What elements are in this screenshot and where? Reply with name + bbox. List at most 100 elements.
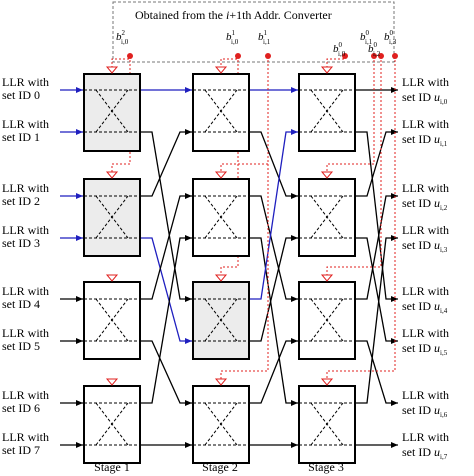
switch-s2-3 [192,378,250,464]
output-wire-6 [355,235,398,404]
switch-s1-0 [83,66,141,152]
output-label-2-line2: set ID ui,2 [402,196,448,212]
input-label-1-line1: LLR with [2,117,49,131]
control-source-dot-4 [371,53,377,59]
s2-s3-wire-4 [249,129,298,300]
control-line-1 [220,56,239,275]
switch-cross-b [310,195,344,239]
control-input-marker [214,378,228,386]
input-label-0-line2: set ID 0 [2,88,40,102]
switch-s1-1 [83,171,141,257]
control-input-marker [105,171,119,179]
control-line-2 [220,56,269,379]
output-label-4-line1: LLR with [402,284,449,298]
input-label-6-line1: LLR with [2,388,49,402]
control-input-marker [214,274,228,282]
s2-s3-wire-2 [249,195,298,302]
switch-box [83,73,141,152]
switch-cross-b [204,402,238,446]
switch-box [83,281,141,360]
s2-s3-wire-1 [249,131,298,199]
input-label-7-line1: LLR with [2,430,49,444]
control-source-dot-5 [378,53,384,59]
control-input-marker [214,171,228,179]
input-label-4-line2: set ID 4 [2,297,40,311]
control-input-marker [214,66,228,74]
output-label-6-line1: LLR with [402,388,449,402]
s1-s2-wire-6 [140,235,192,404]
input-label-2-line1: LLR with [2,181,49,195]
output-label-4-line2: set ID ui,4 [402,299,448,315]
output-label-3-line2: set ID ui,3 [402,238,448,254]
output-label-7-line2: set ID ui,7 [402,445,448,461]
control-input-marker [105,66,119,74]
output-label-0-line2: set ID ui,0 [402,90,448,106]
output-label-5-line2: set ID ui,5 [402,341,448,357]
switch-cross-b [95,402,129,446]
output-label-3-line1: LLR with [402,223,449,237]
switch-cross-b [310,402,344,446]
output-wire-5 [355,340,398,406]
s2-s3-wire-6 [249,338,298,404]
stage-label-2: Stage 2 [202,460,238,474]
s1-s2-wire-5 [140,340,192,406]
s1-s2-wire-1 [140,131,192,302]
wire-layer [60,87,398,448]
output-wire-4 [355,193,398,300]
input-label-3-line1: LLR with [2,223,49,237]
control-source-dot-2 [265,53,271,59]
switch-s3-0 [298,66,356,152]
control-line-6 [326,56,396,379]
input-label-5-line1: LLR with [2,326,49,340]
input-label-3-line2: set ID 3 [2,236,40,250]
switch-box [298,73,356,152]
input-label-2-line2: set ID 2 [2,194,40,208]
output-label-5-line1: LLR with [402,326,449,340]
control-line-5 [326,56,382,275]
switch-box [192,385,250,464]
control-source-dot-1 [235,53,241,59]
switch-layer [83,66,356,464]
control-source-dot-3 [342,53,348,59]
output-wire-1 [355,131,398,302]
switch-s3-2 [298,274,356,360]
s1-s2-wire-3 [140,237,192,344]
control-input-marker [320,171,334,179]
control-input-marker [320,378,334,386]
switch-s3-3 [298,378,356,464]
s2-s3-wire-5 [249,235,298,342]
switch-box [192,73,250,152]
stage-label-1: Stage 1 [94,460,130,474]
switch-cross-b [310,298,344,342]
address-converter-box [112,1,395,63]
input-label-6-line2: set ID 6 [2,401,40,415]
output-label-7-line1: LLR with [402,430,449,444]
control-input-marker [105,274,119,282]
switch-cross-b [204,89,238,133]
s2-s3-wire-3 [249,237,298,406]
switch-s1-2 [83,274,141,360]
output-wire-3 [355,237,398,344]
switch-cross-b [95,298,129,342]
input-label-7-line2: set ID 7 [2,443,40,457]
s1-s2-wire-2 [140,129,192,197]
control-source-dot-6 [392,53,398,59]
output-label-6-line2: set ID ui,6 [402,403,448,419]
output-label-2-line1: LLR with [402,181,449,195]
control-input-marker [105,378,119,386]
switch-s3-1 [298,171,356,257]
control-input-marker [320,274,334,282]
control-line-4 [326,56,375,172]
switch-s2-2 [192,274,250,360]
input-label-0-line1: LLR with [2,75,49,89]
output-label-1-line1: LLR with [402,117,449,131]
stage-label-3: Stage 3 [308,460,344,474]
